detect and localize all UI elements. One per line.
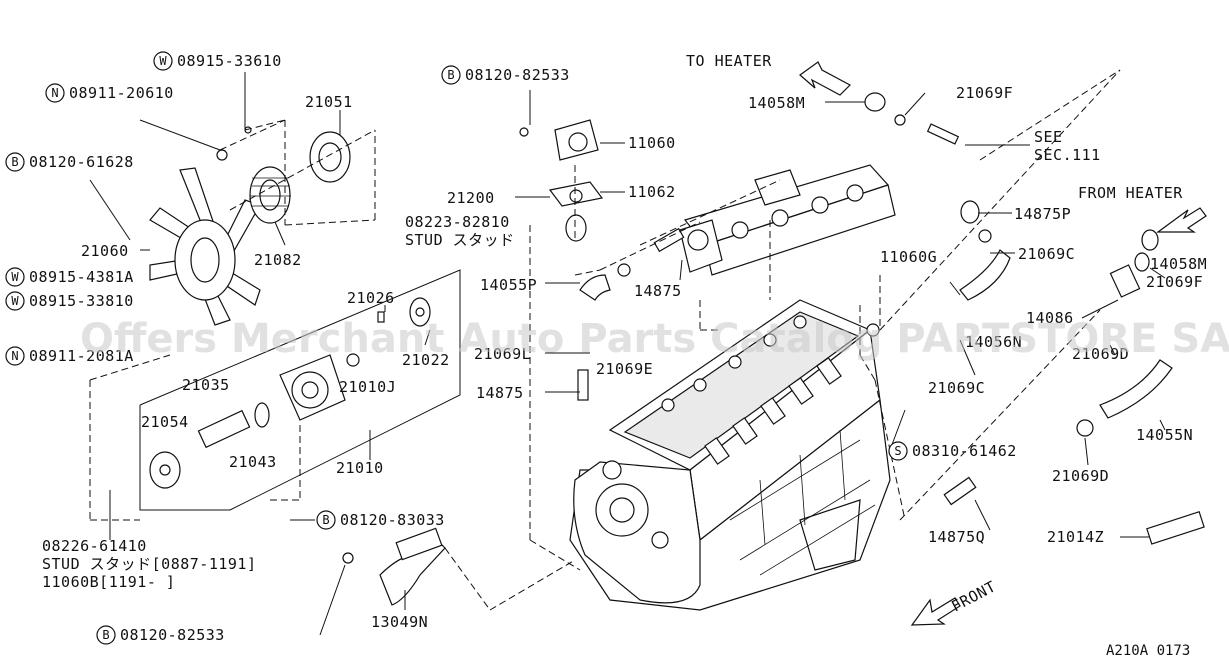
label-11060b: 11060B[1191- ]: [42, 573, 175, 591]
to-heater-arrow-icon: [799, 61, 851, 96]
bottom-outlet: [342, 527, 446, 606]
svg-text:N: N: [51, 86, 58, 100]
label-14055p: 14055P: [480, 276, 537, 294]
label-14875-a: 14875: [634, 282, 682, 300]
label-08120-82533-top: 08120-82533: [465, 66, 570, 84]
label-08120-82533-bottom: 08120-82533: [120, 626, 225, 644]
label-08915-33610: 08915-33610: [177, 52, 282, 70]
label-stud-bottom: STUD スタッド[0887-1191]: [42, 555, 257, 573]
badge-s61462: S: [888, 441, 908, 461]
label-21082: 21082: [254, 251, 302, 269]
label-11060g: 11060G: [880, 248, 937, 266]
label-08915-33810: 08915-33810: [29, 292, 134, 310]
label-21051: 21051: [305, 93, 353, 111]
label-14058m-right: 14058M: [1150, 255, 1207, 273]
label-21035: 21035: [182, 376, 230, 394]
svg-text:B: B: [447, 68, 454, 82]
engine-block: [569, 299, 891, 611]
svg-text:S: S: [894, 444, 901, 458]
label-21069l: 21069L: [474, 345, 531, 363]
label-from-heater: FROM HEATER: [1078, 184, 1183, 202]
svg-text:B: B: [102, 628, 109, 642]
svg-text:B: B: [11, 155, 18, 169]
label-14058m-top: 14058M: [748, 94, 805, 112]
label-21069f-top: 21069F: [956, 84, 1013, 102]
svg-text:N: N: [11, 349, 18, 363]
label-08911-2081a: 08911-2081A: [29, 347, 134, 365]
badge-w3810: W: [5, 291, 25, 311]
label-to-heater: TO HEATER: [686, 52, 772, 70]
label-14056n: 14056N: [965, 333, 1022, 351]
front-arrow-icon: [910, 597, 961, 626]
diagram-reference: A210A 0173: [1106, 643, 1190, 659]
label-21069c-top: 21069C: [1018, 245, 1075, 263]
water-pump-group: [139, 269, 461, 511]
from-heater-arrow-icon: [1156, 207, 1207, 233]
label-sec111: SEC.111: [1034, 146, 1101, 164]
label-14875p: 14875P: [1014, 205, 1071, 223]
label-stud-top: STUD スタッド: [405, 231, 515, 249]
label-21060: 21060: [81, 242, 129, 260]
label-08915-4381a: 08915-4381A: [29, 268, 134, 286]
badge-b83033: B: [316, 510, 336, 530]
fan-assembly: [149, 126, 351, 326]
badge-n2081a: N: [5, 346, 25, 366]
label-08120-61628: 08120-61628: [29, 153, 134, 171]
label-08226-61410: 08226-61410: [42, 537, 147, 555]
manifold: [683, 164, 896, 276]
label-21069d-bottom: 21069D: [1052, 467, 1109, 485]
watermark: Offers Merchant Auto Parts Catalog PARTS…: [80, 316, 1229, 362]
label-see: SEE: [1034, 128, 1063, 146]
label-21014z: 21014Z: [1047, 528, 1104, 546]
badge-b82533-bot: B: [96, 625, 116, 645]
label-21010: 21010: [336, 459, 384, 477]
label-08911-20610: 08911-20610: [69, 84, 174, 102]
label-11062: 11062: [628, 183, 676, 201]
label-14086: 14086: [1026, 309, 1074, 327]
label-21069e: 21069E: [596, 360, 653, 378]
label-14875q: 14875Q: [928, 528, 985, 546]
label-21026: 21026: [347, 289, 395, 307]
label-14055n: 14055N: [1136, 426, 1193, 444]
svg-text:W: W: [11, 294, 19, 308]
label-08310-61462: 08310-61462: [912, 442, 1017, 460]
badge-w33610: W: [153, 51, 173, 71]
water-outlet: [519, 119, 604, 242]
label-front: FRONT: [948, 577, 999, 615]
label-21069d-top: 21069D: [1072, 345, 1129, 363]
label-14875-b: 14875: [476, 384, 524, 402]
svg-text:B: B: [322, 513, 329, 527]
badge-w4381a: W: [5, 267, 25, 287]
label-21043: 21043: [229, 453, 277, 471]
badge-b82533-top: B: [441, 65, 461, 85]
hoses: [577, 92, 1205, 545]
svg-text:W: W: [11, 270, 19, 284]
svg-text:W: W: [159, 54, 167, 68]
thermostat-housing: [679, 219, 723, 273]
label-13049n: 13049N: [371, 613, 428, 631]
label-08120-83033: 08120-83033: [340, 511, 445, 529]
badge-b61628: B: [5, 152, 25, 172]
label-21010j: 21010J: [339, 378, 396, 396]
label-21200: 21200: [447, 189, 495, 207]
label-08223-82810: 08223-82810: [405, 213, 510, 231]
label-21069c-bottom: 21069C: [928, 379, 985, 397]
badge-n20610: N: [45, 83, 65, 103]
label-21069f-right: 21069F: [1146, 273, 1203, 291]
label-11060: 11060: [628, 134, 676, 152]
label-21022: 21022: [402, 351, 450, 369]
label-21054: 21054: [141, 413, 189, 431]
